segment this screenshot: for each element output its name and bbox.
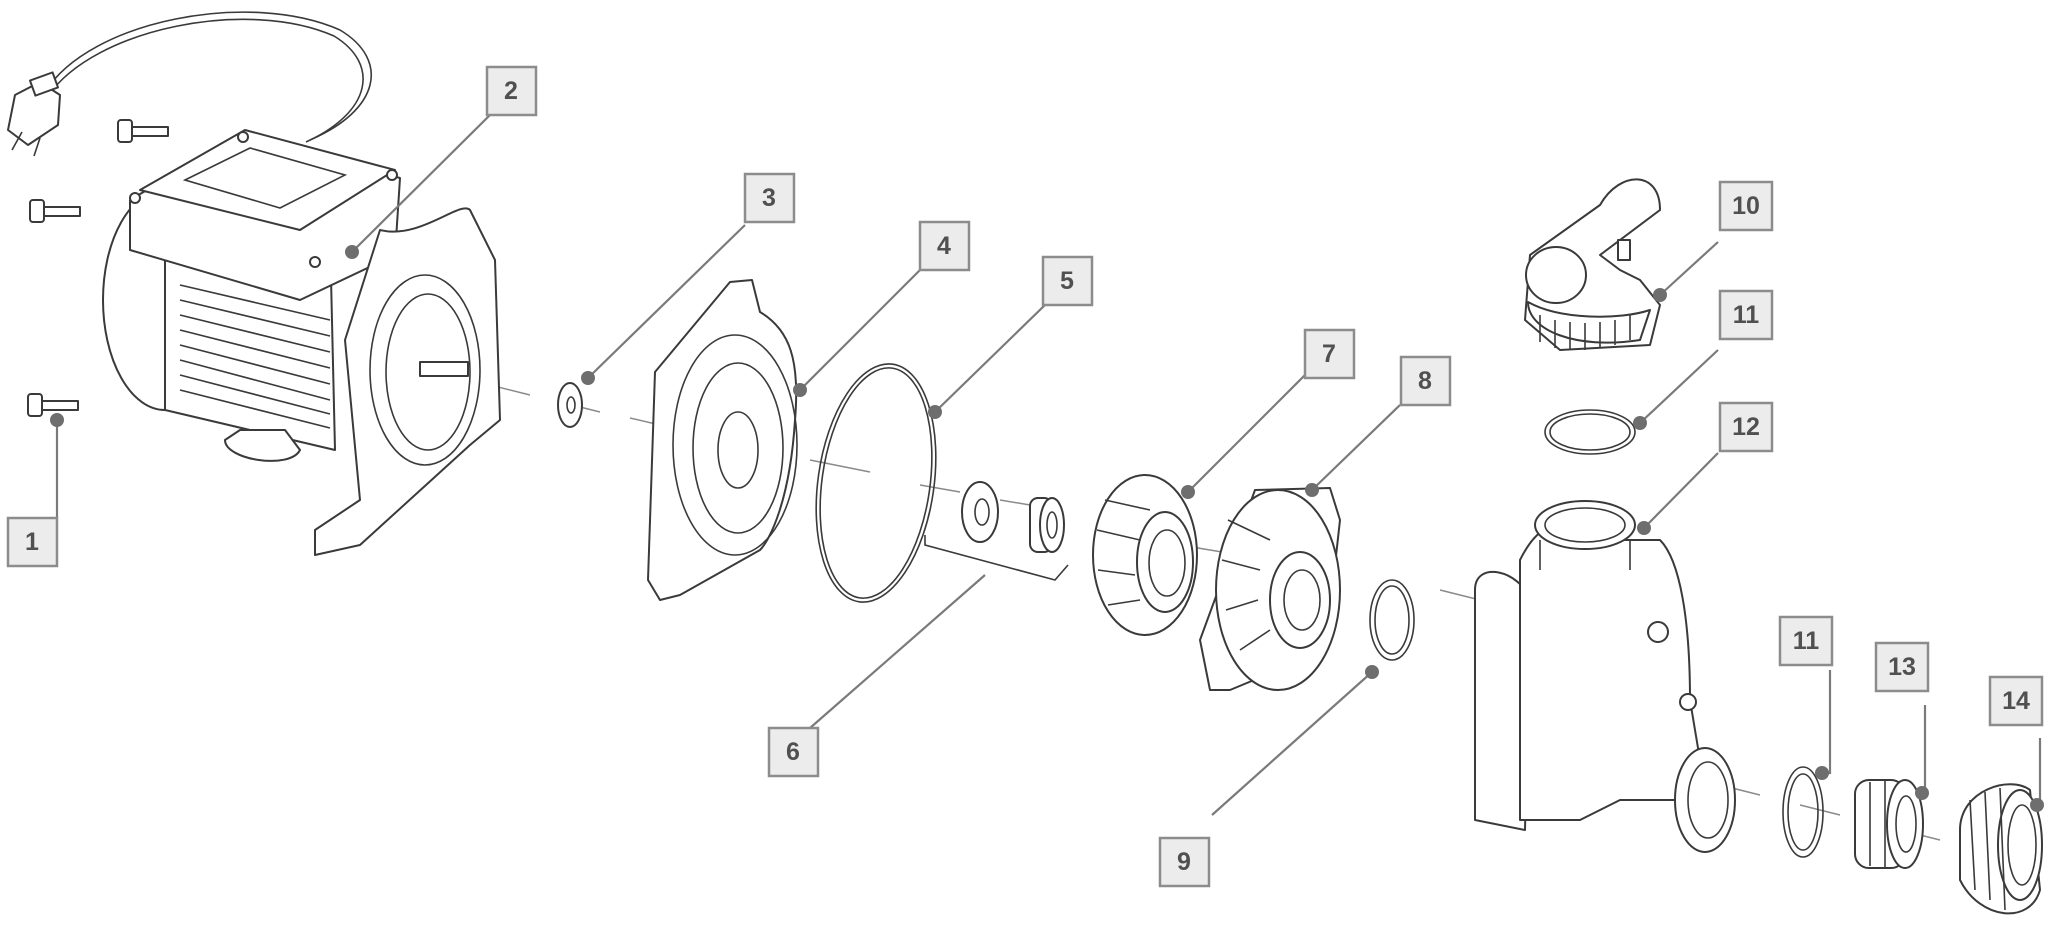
impeller [1092,474,1198,636]
callout-7-label: 7 [1322,340,1336,368]
leader-lines [55,114,2042,816]
callout-3: 3 [743,172,796,224]
callout-13-label: 13 [1888,653,1916,681]
callout-1-label: 1 [25,528,39,556]
callout-9: 9 [1158,836,1211,888]
callout-8-label: 8 [1418,367,1432,395]
motor-bolts [27,119,169,417]
o-ring-lid [1544,409,1636,455]
union-nut [1959,783,2043,915]
mechanical-seal [924,481,1069,581]
o-ring-outlet [1782,766,1824,858]
power-plug-cable [7,11,373,157]
anchor-dots [50,245,2044,812]
callout-8: 8 [1399,355,1452,407]
union-connector [1854,779,1924,869]
callout-3-label: 3 [762,184,776,212]
callout-9-label: 9 [1177,848,1191,876]
diffuser [1199,487,1341,691]
callout-11-top-label: 11 [1733,301,1760,329]
callout-5: 5 [1041,255,1094,307]
callout-4-label: 4 [937,232,951,260]
callout-10: 10 [1718,180,1774,232]
callout-6-label: 6 [786,738,800,766]
callout-1: 1 [6,516,59,568]
callout-11-bottom-label: 11 [1793,627,1820,655]
callout-2-label: 2 [504,77,518,105]
prefilter-cover [1524,178,1661,351]
o-ring-small [1369,579,1415,661]
callout-14: 14 [1988,675,2044,727]
pump-motor [102,129,501,556]
o-ring-large [815,363,937,603]
callout-6: 6 [767,726,820,778]
callout-12: 12 [1718,401,1774,453]
callout-4: 4 [918,220,971,272]
callout-2: 2 [485,65,538,117]
callout-11-top: 11 [1718,289,1774,341]
callout-5-label: 5 [1060,267,1074,295]
seal-plate [647,279,798,601]
callout-14-label: 14 [2002,687,2030,715]
callout-12-label: 12 [1732,413,1760,441]
washer [557,382,583,428]
callout-11-bottom: 11 [1778,615,1834,667]
pump-housing [1474,500,1736,853]
callout-10-label: 10 [1732,192,1760,220]
callout-7: 7 [1303,328,1356,380]
callout-13: 13 [1874,641,1930,693]
